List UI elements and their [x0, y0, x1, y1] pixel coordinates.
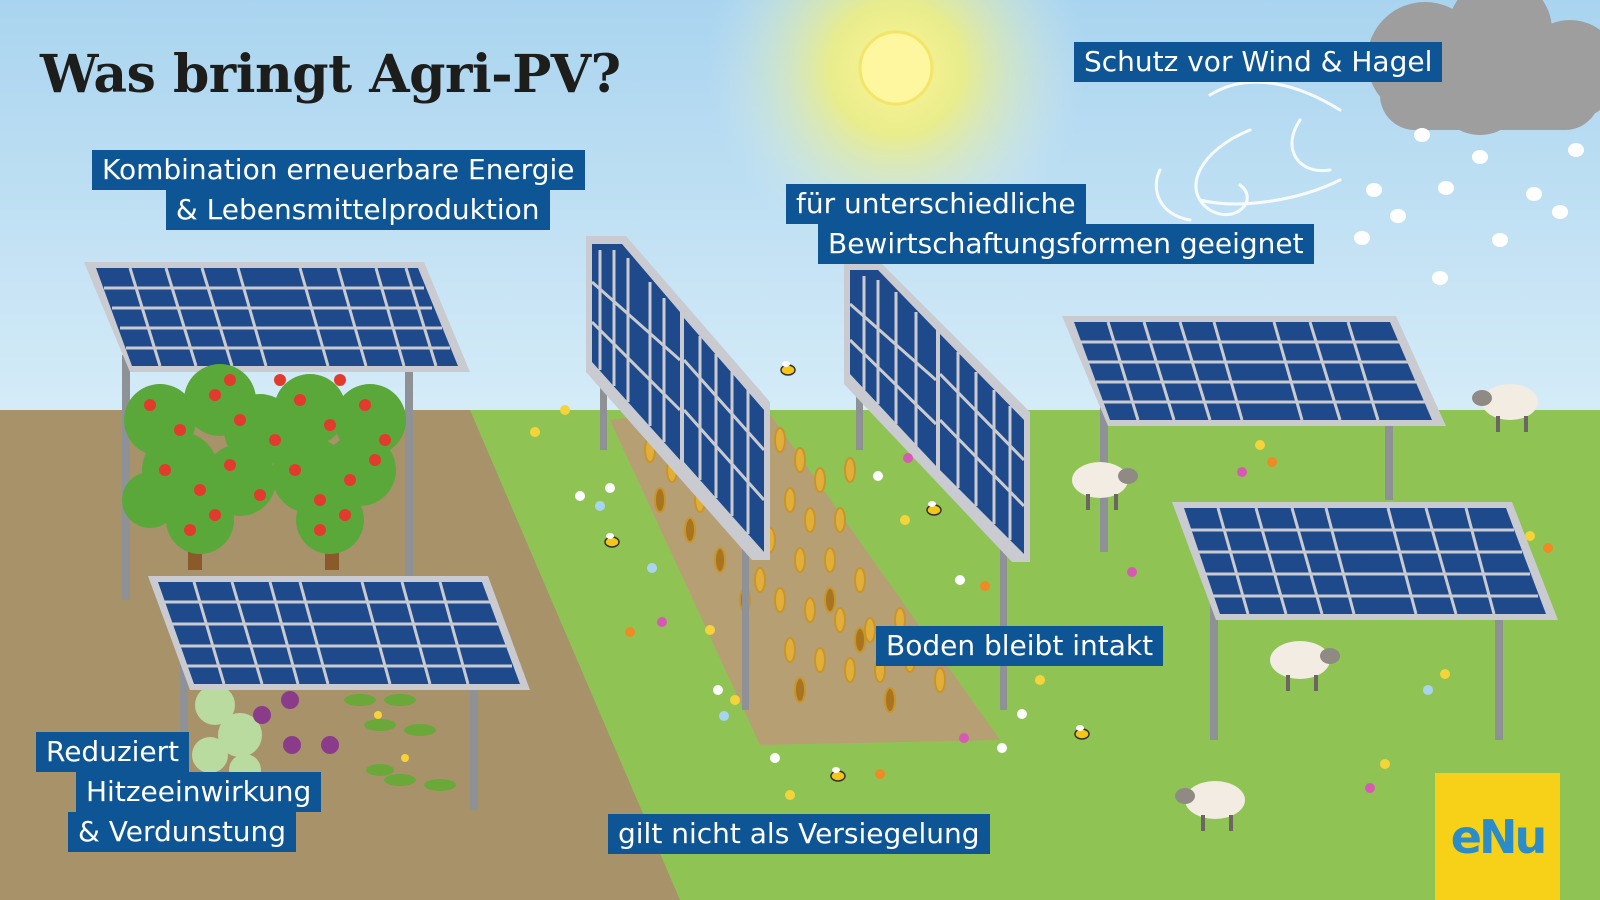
flowers	[530, 405, 1553, 800]
solar-panel-left-top	[84, 262, 470, 600]
hailstones	[1354, 128, 1584, 285]
label-reduziert-line3: & Verdunstung	[68, 812, 297, 852]
label-kombination-line1: Kombination erneuerbare Energie	[92, 150, 585, 190]
solar-panel-right-top	[1062, 316, 1446, 552]
enu-logo: eNu	[1435, 773, 1560, 900]
label-reduziert-line2: Hitzeeinwirkung	[76, 772, 322, 812]
label-boden: Boden bleibt intakt	[876, 626, 1164, 666]
label-kombination: Kombination erneuerbare Energie & Lebens…	[92, 150, 585, 230]
apple-trees	[122, 364, 406, 570]
label-boden-text: Boden bleibt intakt	[876, 626, 1164, 666]
sun	[858, 30, 934, 106]
vegetable-bed	[192, 685, 456, 791]
solar-panel-right-bottom	[1172, 502, 1558, 740]
label-schutz-text: Schutz vor Wind & Hagel	[1074, 42, 1443, 82]
solar-panel-left-bottom	[148, 576, 530, 810]
wind-swirls	[1154, 80, 1342, 222]
label-bewirtschaftung-line1: für unterschiedliche	[786, 184, 1086, 224]
label-kombination-line2: & Lebensmittelproduktion	[165, 190, 550, 230]
label-bewirtschaftung-line2: Bewirtschaftungsformen geeignet	[818, 224, 1314, 264]
bees	[604, 361, 1090, 782]
solar-panel-vertical-left	[586, 236, 770, 710]
solar-panel-vertical-right	[844, 262, 1030, 710]
label-versiegelung: gilt nicht als Versiegelung	[608, 814, 990, 854]
page-title: Was bringt Agri-PV?	[40, 44, 621, 105]
enu-logo-text: eNu	[1450, 809, 1547, 864]
label-versiegelung-text: gilt nicht als Versiegelung	[608, 814, 990, 854]
label-reduziert: Reduziert Hitzeeinwirkung & Verdunstung	[36, 732, 322, 852]
sheep	[1072, 384, 1538, 831]
label-schutz: Schutz vor Wind & Hagel	[1074, 42, 1443, 82]
label-reduziert-line1: Reduziert	[36, 732, 190, 772]
label-bewirtschaftung: für unterschiedliche Bewirtschaftungsfor…	[786, 184, 1314, 264]
